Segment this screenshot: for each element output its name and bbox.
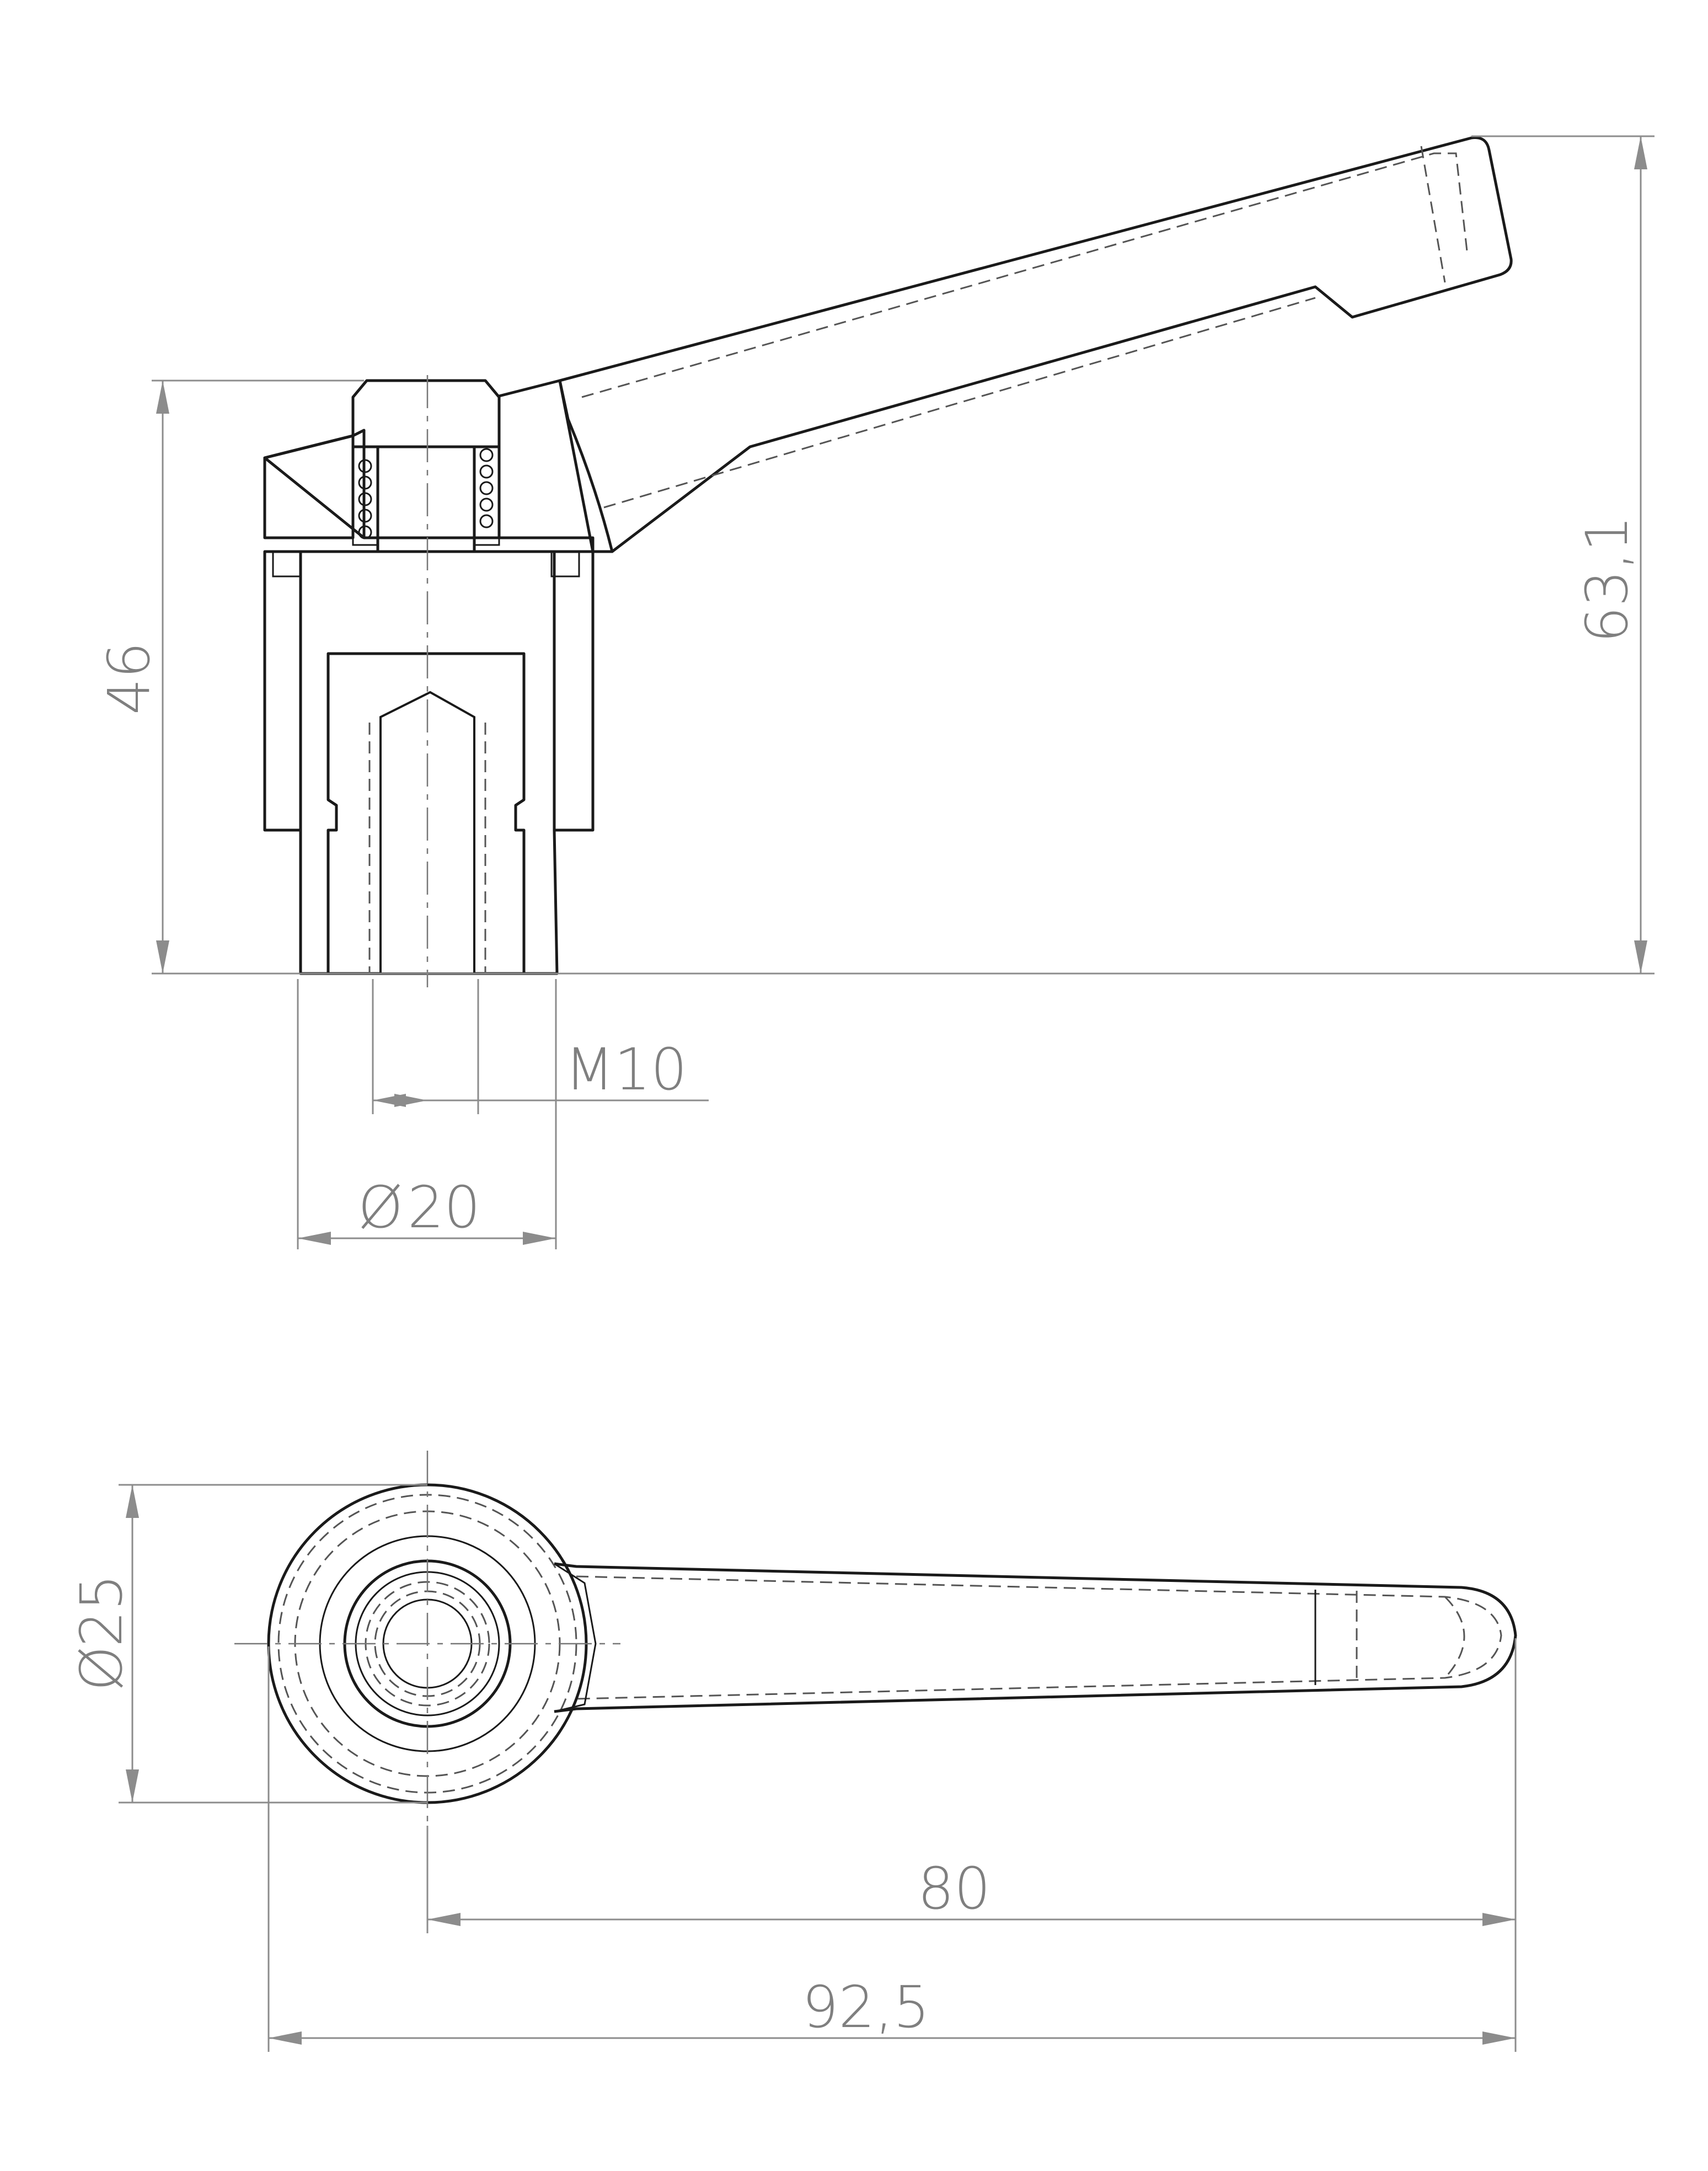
- pin-shaft: [376, 445, 476, 553]
- top-view: Ø 25 80 92,5: [68, 1451, 1517, 2052]
- dim-46-arrow-bottom: [156, 940, 169, 974]
- dim-631-label: 63,1: [1573, 515, 1641, 643]
- dim-631-arrow-top: [1634, 136, 1647, 169]
- outer-sleeve-right: [553, 550, 595, 832]
- dim-m10-arrow-mid: [394, 1094, 427, 1107]
- dim-25-arrow-bottom: [126, 1769, 139, 1803]
- dim-46-arrow-top: [156, 381, 169, 414]
- dim-20-label: 20: [408, 1174, 480, 1241]
- dim-80-arrow-right: [1482, 1913, 1516, 1926]
- lever-phantom-line-lower: [603, 297, 1316, 509]
- dim-925-arrow-left: [269, 2031, 302, 2045]
- lever-end-hidden: [1420, 146, 1446, 283]
- spring-coils-right: [479, 448, 494, 528]
- lever-arm: [558, 136, 1513, 553]
- pin-head: [351, 379, 501, 448]
- sleeve-notch-left: [272, 550, 302, 577]
- lever-top-hidden: [576, 1575, 1502, 1700]
- dim-631-arrow-bottom: [1634, 940, 1647, 974]
- dim-20-arrow-left: [298, 1232, 331, 1245]
- hub-housing-upper-left: [263, 434, 355, 539]
- dim-m10-label: M10: [565, 1036, 687, 1103]
- dim-925-arrow-right: [1482, 2031, 1516, 2045]
- dim-25-arrow-top: [126, 1485, 139, 1518]
- lever-top-outline: [554, 1562, 1517, 1713]
- outer-sleeve: [263, 550, 302, 832]
- lever-tip-hidden: [1444, 1596, 1465, 1679]
- dim-20-arrow-right: [523, 1232, 556, 1245]
- dim-46-label: 46: [95, 642, 163, 715]
- spring-coils-left: [358, 459, 372, 539]
- dim-80-arrow-left: [427, 1913, 461, 1926]
- section-view: 46 63,1 M10 Ø 20: [95, 135, 1655, 1249]
- dim-25-symbol: Ø: [68, 1646, 135, 1691]
- dim-20-symbol: Ø: [358, 1174, 403, 1241]
- dim-25-label: 25: [68, 1574, 135, 1647]
- lever-junction: [554, 1563, 597, 1713]
- dim-80-label: 80: [918, 1855, 990, 1922]
- sleeve-notch-right: [550, 550, 580, 577]
- lever-phantom-line: [581, 152, 1468, 398]
- dim-925-label: 92,5: [802, 1974, 930, 2041]
- hub-housing-upper: [263, 379, 614, 553]
